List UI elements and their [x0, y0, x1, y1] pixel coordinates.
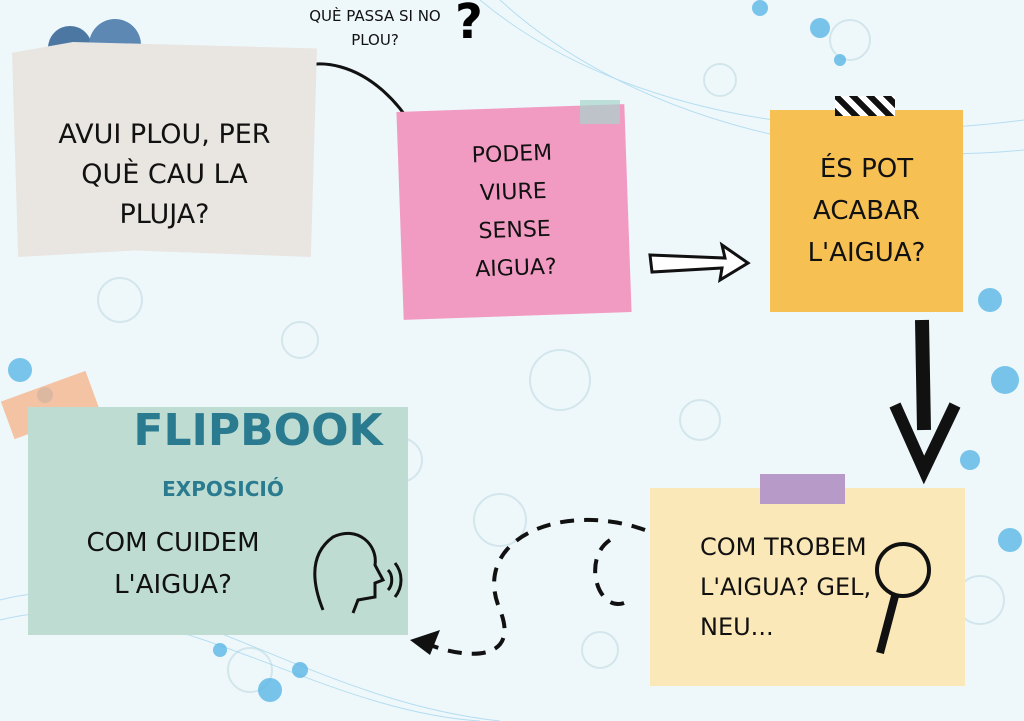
top-question: QUÈ PASSA SI NO PLOU?	[309, 7, 441, 49]
tape	[580, 100, 620, 124]
dashed-arrow	[429, 517, 646, 656]
right-arrow	[648, 241, 751, 283]
card-live-without-water: PODEM VIURE SENSE AIGUA?	[396, 104, 632, 320]
card-find-water: COM TROBEM L'AIGUA? GEL, NEU...	[650, 488, 965, 686]
card-rain: AVUI PLOU, PER QUÈ CAU LA PLUJA?	[12, 42, 317, 257]
flipbook-card: FLIPBOOK EXPOSICIÓ COM CUIDEM L'AIGUA?	[28, 405, 408, 635]
flipbook-question: COM CUIDEM L'AIGUA?	[86, 528, 260, 600]
card-text: AVUI PLOU, PER QUÈ CAU LA PLUJA?	[58, 118, 271, 230]
magnifier-icon	[875, 542, 931, 655]
card-text: PODEM VIURE SENSE AIGUA?	[471, 140, 558, 283]
tape	[760, 474, 845, 504]
tape	[835, 96, 895, 116]
card-text: ÉS POT ACABAR L'AIGUA?	[807, 154, 926, 268]
down-arrow	[915, 319, 931, 431]
question-mark-icon: ?	[455, 0, 483, 50]
speaking-head-icon	[313, 531, 403, 614]
card-water-run-out: ÉS POT ACABAR L'AIGUA?	[770, 110, 963, 312]
flipbook-subtitle: EXPOSICIÓ	[162, 477, 284, 501]
flipbook-title: FLIPBOOK	[133, 405, 383, 456]
card-text: COM TROBEM L'AIGUA? GEL, NEU...	[700, 533, 872, 641]
